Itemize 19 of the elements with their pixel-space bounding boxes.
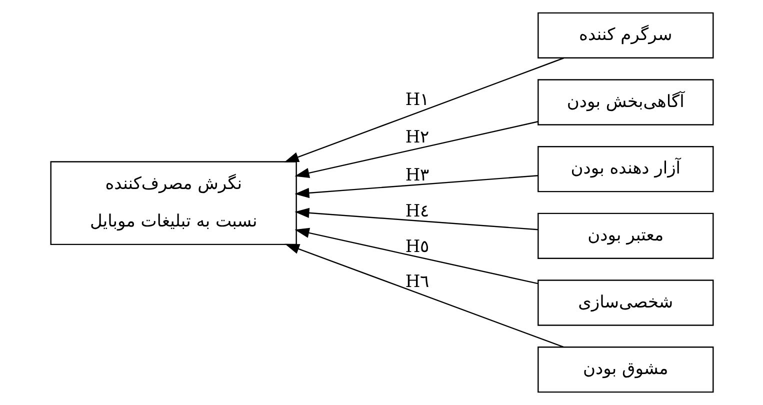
node-box: آگاهی‌بخش بودن bbox=[537, 79, 714, 126]
edge-label: H٦ bbox=[404, 272, 429, 292]
edge-label: H٣ bbox=[404, 165, 429, 186]
arrow bbox=[284, 57, 564, 162]
arrow bbox=[284, 244, 564, 348]
arrow bbox=[294, 175, 538, 198]
node-box: نگرش مصرف‌کننده نسبت به تبلیغات موبایل bbox=[50, 161, 296, 246]
edge-label: H٥ bbox=[404, 236, 429, 257]
arrow bbox=[294, 121, 538, 178]
node-box: معتبر بودن bbox=[537, 212, 714, 259]
node-box: آزار دهنده بودن bbox=[537, 146, 714, 192]
edge-label: H١ bbox=[404, 90, 429, 110]
edge-label: H٢ bbox=[404, 128, 429, 148]
edge-label: H٤ bbox=[404, 202, 429, 222]
arrow bbox=[294, 228, 538, 284]
node-box: سرگرم کننده bbox=[537, 12, 714, 58]
arrow bbox=[294, 208, 538, 230]
node-box: مشوق بودن bbox=[537, 346, 714, 393]
node-box: شخصی‌سازی bbox=[537, 280, 714, 326]
